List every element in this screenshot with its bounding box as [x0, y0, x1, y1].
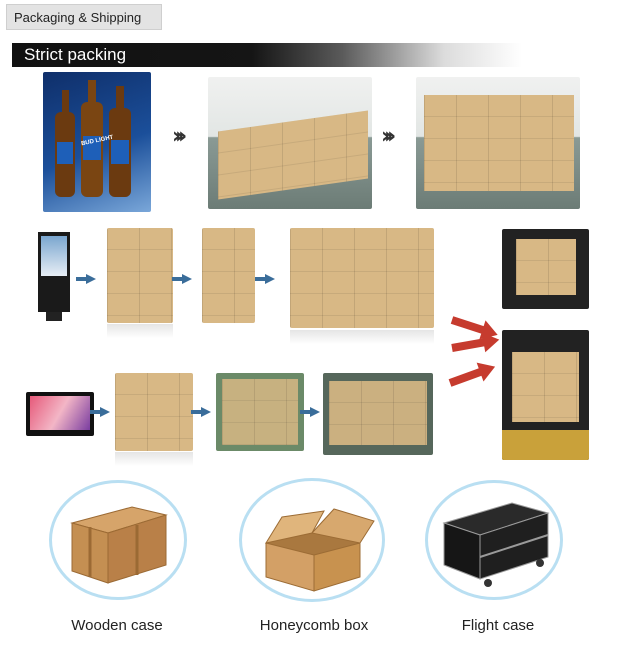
- red-arrow-icon: [450, 316, 486, 335]
- wood-panel-photo: [202, 228, 255, 323]
- photo-reflection: [290, 330, 434, 344]
- blue-arrow-icon: [300, 407, 320, 417]
- cartons-stack-photo: [115, 373, 193, 451]
- section-banner: Strict packing: [12, 43, 612, 67]
- beer-bottles-illustration: [55, 80, 131, 197]
- beer-poster-photo: BUD LIGHT: [43, 72, 151, 212]
- honeycomb-box-label: Honeycomb box: [259, 617, 369, 634]
- open-cardboard-box-icon: [264, 508, 375, 592]
- pallet-photo: [323, 373, 433, 455]
- warehouse-packing-photo: [208, 77, 372, 209]
- blue-arrow-icon: [90, 407, 110, 417]
- red-arrow-icon: [448, 367, 484, 387]
- packaging-shipping-tab[interactable]: Packaging & Shipping: [6, 4, 162, 30]
- wrapped-cartons-photo: [216, 373, 304, 451]
- wooden-case-label: Wooden case: [71, 617, 163, 634]
- flight-case-image: [425, 480, 563, 600]
- wooden-crate-photo: [107, 228, 173, 323]
- honeycomb-box-image: [239, 478, 385, 602]
- tab-label: Packaging & Shipping: [14, 9, 142, 25]
- kiosk-display-photo: [34, 230, 74, 323]
- stacked-crates-photo: [416, 77, 580, 209]
- blue-arrow-icon: [76, 274, 96, 284]
- monitor-display-photo: [26, 392, 94, 436]
- red-arrow-icon: [451, 338, 487, 352]
- blue-arrow-icon: [255, 274, 275, 284]
- flight-case-icon: [442, 502, 550, 587]
- photo-reflection: [115, 452, 193, 466]
- double-chevron-icon: ›››: [381, 124, 396, 149]
- crate-assembly-photo: [290, 228, 434, 328]
- blue-arrow-icon: [191, 407, 211, 417]
- flight-case-label: Flight case: [461, 617, 535, 634]
- blue-arrow-icon: [172, 274, 192, 284]
- double-chevron-icon: ›››: [172, 124, 187, 149]
- photo-reflection: [107, 324, 173, 338]
- section-title: Strict packing: [24, 45, 127, 64]
- container-loaded-photo: [502, 330, 589, 460]
- wooden-crate-icon: [70, 506, 168, 584]
- truck-loading-photo: [502, 229, 589, 309]
- wooden-case-image: [49, 480, 187, 600]
